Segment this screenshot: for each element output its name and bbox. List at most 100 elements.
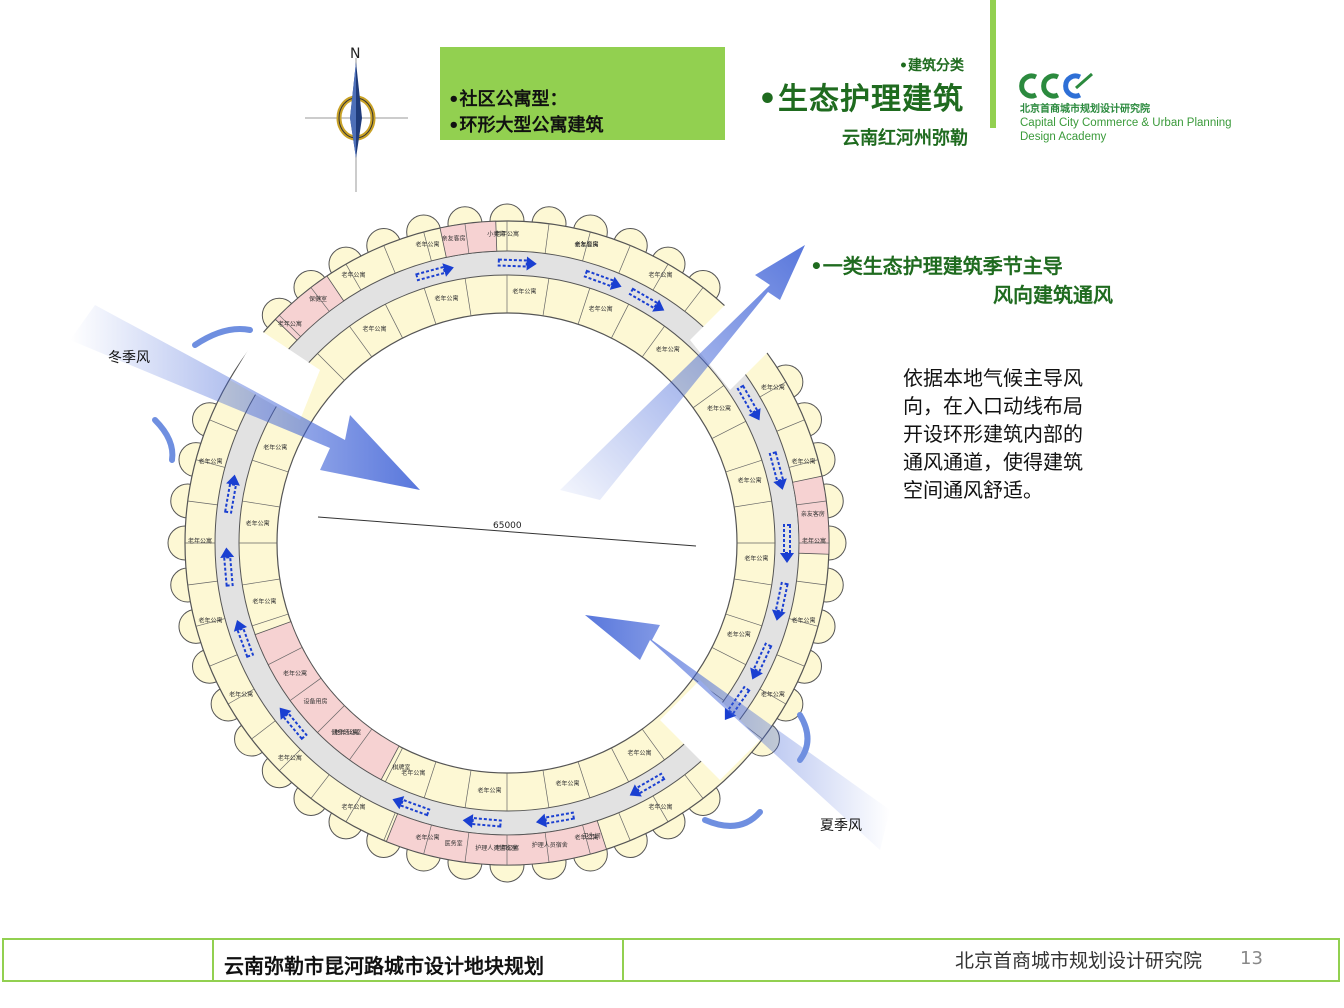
room-divider xyxy=(383,812,396,841)
page-number: 13 xyxy=(1240,948,1263,969)
room-divider xyxy=(542,278,550,316)
room-divider xyxy=(652,263,669,291)
room-label: 老年公寓 xyxy=(416,834,440,842)
room-divider xyxy=(464,770,472,808)
room-divider xyxy=(242,500,280,508)
room-divider xyxy=(684,287,704,312)
service-room-label: 卫生间 xyxy=(583,832,601,840)
ring-building-plan: 老年公寓老年公寓老年公寓老年公寓老年公寓老年公寓老年公寓老年公寓老年公寓老年公寓… xyxy=(70,203,890,883)
description-line: 向，在入口动线布局 xyxy=(903,394,1083,418)
room-label: 老年公寓 xyxy=(435,294,459,302)
room-label: 老年公寓 xyxy=(555,780,579,788)
service-room xyxy=(792,475,830,555)
room-label: 老年公寓 xyxy=(512,288,536,296)
logo-name-cn: 北京首商城市规划设计研究院 xyxy=(1020,104,1150,115)
room-divider xyxy=(317,705,345,733)
room-label: 老年公寓 xyxy=(707,405,731,413)
room-label: 老年公寓 xyxy=(246,520,270,528)
room-divider xyxy=(187,580,218,586)
location-label: 云南红河州弥勒 xyxy=(842,128,968,149)
service-room-label: 亲友客房 xyxy=(574,240,598,248)
room-divider xyxy=(652,795,669,823)
room-divider xyxy=(423,288,437,325)
room-divider xyxy=(310,774,330,799)
service-room xyxy=(385,813,608,866)
room-label: 老年公寓 xyxy=(574,240,598,248)
summer-wind-label: 夏季风 xyxy=(820,818,862,834)
room-divider xyxy=(279,315,301,337)
room-divider xyxy=(582,824,591,855)
room-divider xyxy=(227,688,255,705)
room-label: 老年公寓 xyxy=(589,305,613,313)
room-divider xyxy=(618,245,631,274)
room-divider xyxy=(252,459,289,473)
room-divider xyxy=(345,263,362,291)
room-divider xyxy=(423,231,432,262)
room-divider xyxy=(423,824,432,855)
service-room xyxy=(254,621,400,781)
room-divider xyxy=(734,500,772,508)
service-room xyxy=(439,220,498,258)
service-room-label: 小卖部 xyxy=(487,230,505,238)
service-room-label: 护理人员值班室 xyxy=(475,844,517,852)
room-divider xyxy=(725,459,762,473)
description-line: 依据本地气候主导风 xyxy=(903,366,1083,390)
room-divider xyxy=(711,421,746,439)
service-room xyxy=(274,275,345,341)
room-divider xyxy=(582,231,591,262)
room-divider xyxy=(542,770,550,808)
room-divider xyxy=(268,647,303,665)
ventilation-description: 依据本地气候主导风 向，在入口动线布局 开设环形建筑内部的 通风通道，使得建筑 … xyxy=(903,364,1125,504)
room-divider xyxy=(734,578,772,586)
room-divider xyxy=(251,720,276,740)
summer-curl-arrow xyxy=(702,809,763,829)
room-label: 老年公寓 xyxy=(656,345,680,353)
room-label: 老年公寓 xyxy=(648,271,672,279)
room-label: 老年公寓 xyxy=(478,786,502,794)
entrance-gap-northwest xyxy=(230,330,320,420)
room-divider xyxy=(195,459,226,468)
room-label: 老年公寓 xyxy=(738,477,762,485)
room-divider xyxy=(464,832,470,863)
flow-arrow xyxy=(780,524,794,563)
header-divider xyxy=(990,0,996,128)
room-divider xyxy=(776,654,805,667)
room-divider xyxy=(310,287,330,312)
room-label: 老年公寓 xyxy=(761,384,785,392)
room-label: 老年公寓 xyxy=(792,616,816,624)
room-label: 老年公寓 xyxy=(278,320,302,328)
room-divider xyxy=(776,419,805,432)
room-divider xyxy=(385,747,403,782)
room-divider xyxy=(464,223,470,254)
room-label: 老年公寓 xyxy=(278,754,302,762)
room-label: 老年公寓 xyxy=(744,554,768,562)
room-divider xyxy=(618,812,631,841)
room-label: 老年公寓 xyxy=(334,729,358,737)
service-room-label: 健身活动室 xyxy=(331,729,361,737)
room-label: 老年公寓 xyxy=(263,443,287,451)
room-divider xyxy=(345,795,362,823)
ccc-logo-mark xyxy=(1019,72,1093,99)
room-divider xyxy=(611,304,629,339)
room-label: 老年公寓 xyxy=(416,240,440,248)
room-divider xyxy=(279,749,301,771)
north-arrow-compass: N xyxy=(305,46,408,192)
diameter-line xyxy=(317,516,697,547)
room-divider xyxy=(383,245,396,274)
entrance-gap-southeast xyxy=(660,680,760,780)
flow-arrow xyxy=(497,256,537,271)
winter-curl-arrow-2 xyxy=(152,417,176,463)
room-divider xyxy=(349,325,373,358)
description-line: 空间通风舒适。 xyxy=(903,478,1043,502)
summer-curl-arrow-2 xyxy=(797,712,811,763)
room-divider xyxy=(796,580,827,586)
building-type-box: •社区公寓型： •环形大型公寓建筑 xyxy=(440,47,725,140)
wind-heading-line-1: •一类生态护理建筑季节主导 xyxy=(810,254,1063,278)
summer-wind-arrow xyxy=(585,615,890,850)
room-label: 老年公寓 xyxy=(792,458,816,466)
room-label: 老年公寓 xyxy=(252,597,276,605)
room-divider xyxy=(788,459,819,468)
service-room-label: 保健室 xyxy=(309,295,327,303)
flow-arrow xyxy=(771,581,789,621)
room-label: 老年公寓 xyxy=(574,834,598,842)
